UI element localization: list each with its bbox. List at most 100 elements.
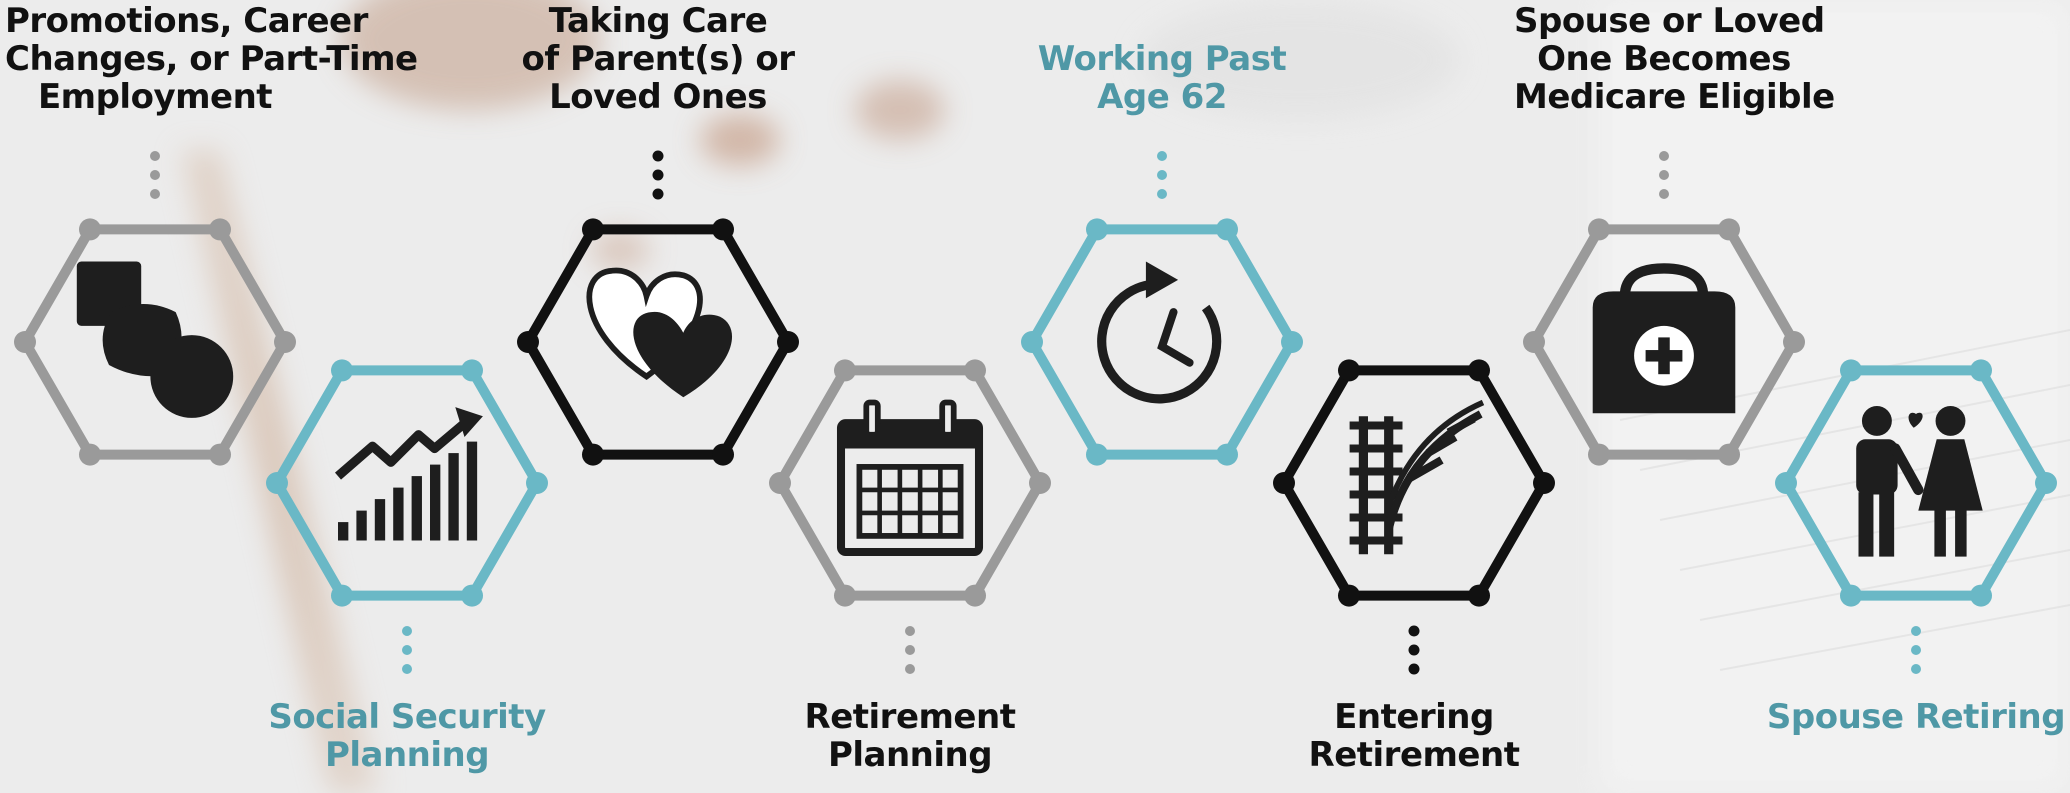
label-line: Spouse or Loved [1514,1,1825,41]
hexagon-vertex-dot [1273,472,1295,494]
hexagon-vertex-dot [1718,218,1740,241]
hexagon-vertex-dot [79,218,101,241]
label-line: Planning [827,735,993,775]
growth-chart-icon [334,407,483,541]
hexagon-vertex-dot [1588,218,1610,241]
label-line: Changes, or Part-Time [5,39,418,79]
label-line: Loved Ones [549,77,767,117]
connector-dots [1157,151,1167,199]
hexagon-vertex-dot [1718,443,1740,466]
step-8 [1775,359,2057,674]
label-line: Spouse Retiring [1766,697,2066,737]
hexagon-vertex-dot [964,359,986,382]
hexagon-vertex-dot [1281,331,1303,353]
label-line: Entering [1334,697,1494,737]
connector-dots [1659,151,1669,199]
hexagon-vertex-dot [1021,331,1043,353]
hearts-icon [586,267,733,398]
hexagon-vertex-dot [1468,359,1490,382]
connector-dots [402,626,412,674]
hexagon-vertex-dot [1775,472,1797,494]
hexagon-vertex-dot [2035,472,2057,494]
label-line: Retirement [804,697,1016,737]
hexagon-vertex-dot [461,359,483,382]
label-line: Taking Care [548,1,768,41]
hexagon-vertex-dot [1468,584,1490,607]
hexagon-vertex-dot [1783,331,1805,353]
hexagon-frame [775,365,1045,601]
hexagon-vertex-dot [1840,359,1862,382]
hexagon-vertex-dot [209,218,231,241]
hexagon-vertex-dot [526,472,548,494]
couple-icon [1856,405,1983,557]
step-4 [769,359,1051,674]
calendar-icon [836,399,984,557]
label-line: Retirement [1308,735,1520,775]
railroad-switch-icon [1349,399,1485,555]
hexagon-vertex-dot [209,443,231,466]
hexagon-vertex-dot [1970,584,1992,607]
hexagon-vertex-dot [517,331,539,353]
hexagon-vertex-dot [266,472,288,494]
hexagon-vertex-dot [1523,331,1545,353]
step-7 [1523,151,1805,466]
label-line: Promotions, Career [5,1,368,41]
hexagon-vertex-dot [1216,443,1238,466]
hexagon-vertex-dot [1338,359,1360,382]
label-line: Age 62 [1097,77,1227,117]
hexagon-vertex-dot [1216,218,1238,241]
hexagon-vertex-dot [1970,359,1992,382]
medical-kit-icon [1592,263,1736,414]
hexagon-vertex-dot [834,584,856,607]
hexagon-vertex-dot [1533,472,1555,494]
connector-dots [1911,626,1921,674]
step-2 [266,359,548,674]
hexagon-vertex-dot [712,218,734,241]
connector-dots [1408,625,1420,675]
hexagon-vertex-dot [712,443,734,466]
connector-dots [652,150,664,200]
step-6 [1273,359,1555,675]
clock-icon [1097,261,1222,404]
hexagon-vertex-dot [1086,218,1108,241]
shapes-icon [76,261,234,418]
hexagon-vertex-dot [79,443,101,466]
step-3 [517,150,799,466]
label-line: Planning [324,735,490,775]
hexagon-vertex-dot [1338,584,1360,607]
hexagon-vertex-dot [582,218,604,241]
step-label: Spouse Retiring [1766,698,2066,736]
hexagon-frame [1279,365,1549,601]
hexagon-frame [272,365,542,601]
label-line: of Parent(s) or [521,39,796,79]
hexagon-vertex-dot [14,331,36,353]
label-line: Medicare Eligible [1514,77,1835,117]
hexagon-vertex-dot [1588,443,1610,466]
hexagon-vertex-dot [964,584,986,607]
hexagon-vertex-dot [1029,472,1051,494]
connector-dots [150,151,160,199]
hexagon-vertex-dot [1086,443,1108,466]
label-line: Employment [37,77,273,117]
hexagon-vertex-dot [834,359,856,382]
hexagon-vertex-dot [331,359,353,382]
step-1 [14,151,296,466]
hexagon-vertex-dot [1840,584,1862,607]
hexagon-vertex-dot [769,472,791,494]
hexagon-vertex-dot [274,331,296,353]
hexagon-vertex-dot [777,331,799,353]
label-line: Social Security [268,697,546,737]
label-line: One Becomes [1537,39,1791,79]
hexagon-vertex-dot [461,584,483,607]
step-5 [1021,151,1303,466]
hexagon-vertex-dot [331,584,353,607]
connector-dots [905,626,915,674]
